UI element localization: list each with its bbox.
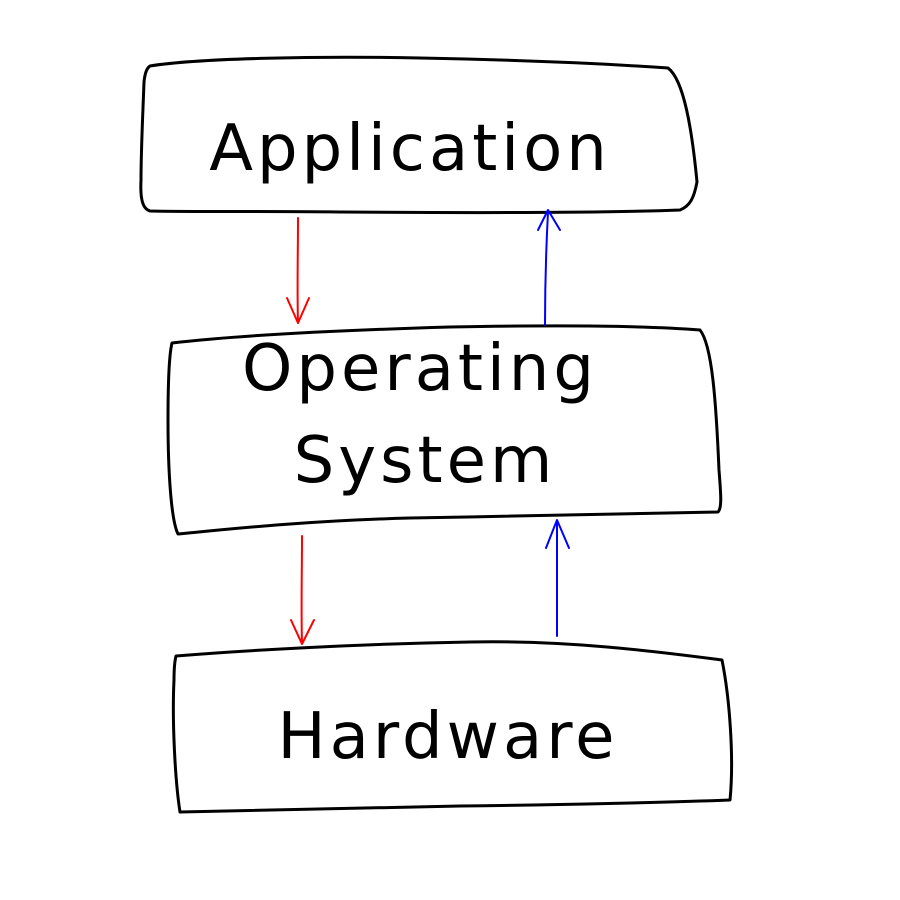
- arrow-os-to-application-head: [537, 209, 561, 231]
- arrow-os-to-application: [537, 209, 561, 326]
- arrow-application-to-os-head: [286, 297, 310, 324]
- hardware-box: [171, 640, 734, 814]
- operating-system-box: [166, 324, 723, 536]
- application-box: [139, 55, 699, 215]
- hardware-label: Hardware: [278, 700, 619, 774]
- arrow-os-to-hardware: [290, 535, 315, 645]
- arrow-hardware-to-os-head: [545, 519, 570, 549]
- arrow-hardware-to-os: [545, 519, 570, 637]
- arrow-os-to-hardware-head: [290, 619, 315, 645]
- operating-system-label-line1: Operating: [242, 332, 598, 406]
- application-layer: Application: [139, 55, 699, 215]
- application-label: Application: [209, 112, 611, 186]
- arrow-os-to-application-shaft: [544, 211, 549, 326]
- operating-system-label-line2: System: [294, 424, 557, 498]
- arrow-application-to-os: [286, 217, 310, 324]
- operating-system-layer: Operating System: [166, 324, 723, 536]
- hardware-layer: Hardware: [171, 640, 734, 814]
